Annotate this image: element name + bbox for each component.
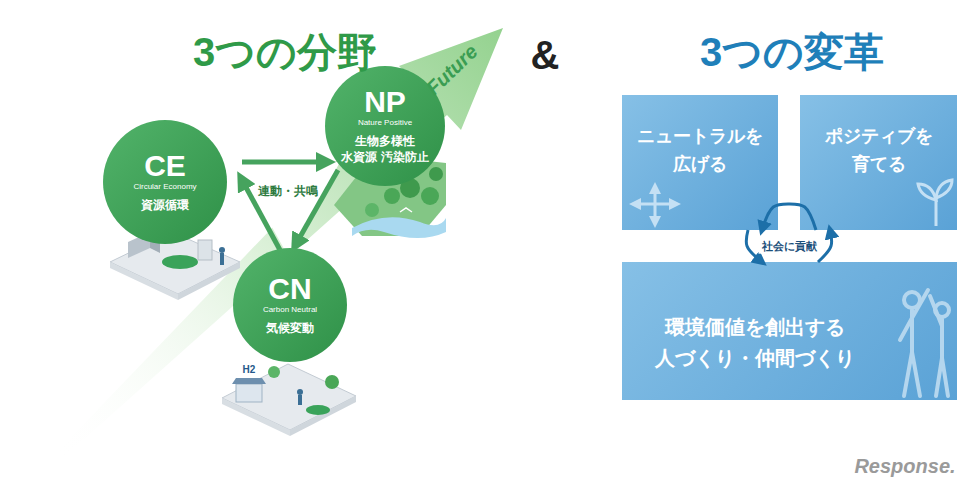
circle-fill [103, 120, 227, 244]
field-theme: 気候変動 [263, 320, 317, 336]
node-content: 環境価値を創出する 人づくり・仲間づくり [622, 262, 957, 386]
field-theme: 資源循環 [133, 197, 196, 213]
watermark: Response. [854, 455, 955, 478]
section-title: 3つの分野 [193, 29, 377, 75]
reform-text: ニュートラルを 広げる [632, 123, 768, 179]
sprout-icon [918, 180, 952, 226]
section-title: 3つの変革 [700, 29, 884, 75]
field-subtitle: Circular Economy [133, 182, 196, 192]
cycle-arrow [762, 204, 816, 230]
field-circle: CNCarbon Neutral 気候変動 [233, 248, 347, 362]
future-arrow [57, 28, 503, 458]
reform-text: 環境価値を創出する 人づくり・仲間づくり [632, 312, 877, 374]
circle-outline [103, 120, 227, 244]
circle-fill [233, 248, 347, 362]
reform-box: 環境価値を創出する 人づくり・仲間づくり [622, 262, 957, 400]
arrow-word: Future [422, 40, 483, 100]
reform-box: ニュートラルを 広げる [622, 95, 778, 230]
field-subtitle: Carbon Neutral [263, 305, 317, 315]
field-code: CN [263, 274, 317, 304]
expand-icon [635, 188, 675, 222]
linkage-label: 連動・共鳴 [258, 185, 318, 199]
reform-box: ポジティブを 育てる [800, 95, 957, 230]
field-circle: CECircular Economy 資源循環 [103, 120, 227, 244]
reform-text: ポジティブを 育てる [810, 123, 947, 179]
town-illustration [222, 364, 356, 436]
circle-outline [233, 248, 347, 362]
field-theme: 生物多様性 水資源 汚染防止 [337, 133, 433, 165]
field-code: NP [337, 87, 433, 117]
linkage-triangle [236, 162, 340, 256]
people-icon [900, 290, 949, 396]
node-content: CNCarbon Neutral 気候変動 [263, 274, 317, 336]
ampersand: & [531, 32, 560, 78]
cycle-label: 社会に貢献 [759, 239, 820, 254]
node-content: ポジティブを 育てる [800, 95, 957, 191]
node-content: NPNature Positive 生物多様性 水資源 汚染防止 [337, 87, 433, 165]
node-content: CECircular Economy 資源循環 [133, 151, 196, 213]
cycle-arrow [818, 230, 832, 262]
node-content: ニュートラルを 広げる [622, 95, 778, 191]
station-sign: H2 [243, 364, 256, 376]
field-subtitle: Nature Positive [337, 118, 433, 128]
field-code: CE [133, 151, 196, 181]
